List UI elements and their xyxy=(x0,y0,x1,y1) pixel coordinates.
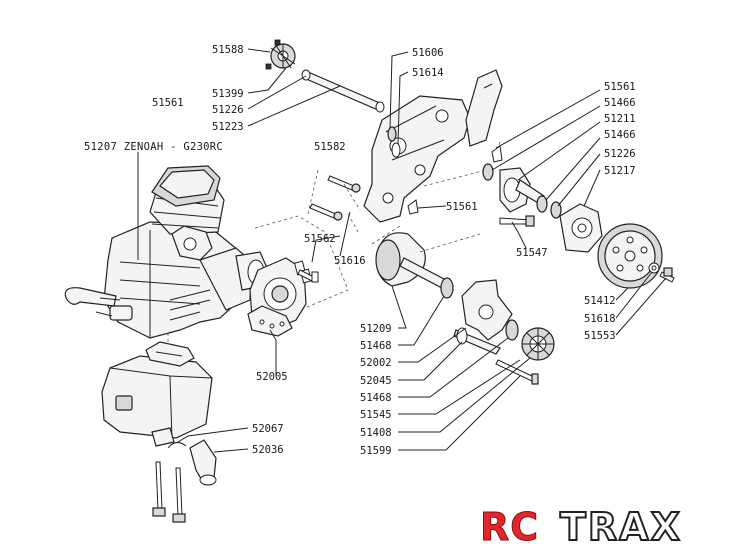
label-51599: 51599 xyxy=(360,445,392,457)
label-52002: 52002 xyxy=(360,357,392,369)
logo-trax-text: TRAX xyxy=(560,505,682,544)
leader-lines xyxy=(137,48,667,453)
label-52067: 52067 xyxy=(252,423,284,435)
label-52045: 52045 xyxy=(360,375,392,387)
bearing-51468a xyxy=(440,277,454,299)
label-51588: 51588 xyxy=(212,44,244,56)
label-52005: 52005 xyxy=(256,371,288,383)
label-51217: 51217 xyxy=(604,165,636,177)
label-51616: 51616 xyxy=(334,255,366,267)
label-51399: 51399 xyxy=(212,88,244,100)
hub-assembly-right xyxy=(482,145,603,253)
rctrax-logo: RC TRAX xyxy=(478,504,750,544)
fuel-tank-drawing xyxy=(101,341,213,447)
logo-rc-text: RC xyxy=(480,505,539,544)
label-51614: 51614 xyxy=(412,67,444,79)
label-51553: 51553 xyxy=(584,330,616,342)
label-51561-right: 51561 xyxy=(604,81,636,93)
bolt-51553 xyxy=(659,267,675,283)
label-51211: 51211 xyxy=(604,113,636,125)
label-51226: 51226 xyxy=(212,104,244,116)
clutch-bell-51209 xyxy=(375,232,447,289)
label-51468-a: 51468 xyxy=(360,340,392,352)
fuel-elbow-52036 xyxy=(167,439,217,486)
tank-bolts xyxy=(152,461,186,523)
bearings-51606-51614 xyxy=(387,126,401,158)
label-51545: 51545 xyxy=(360,409,392,421)
label-51408: 51408 xyxy=(360,427,392,439)
gearbox-plate xyxy=(363,69,503,223)
pinion-gear-51588 xyxy=(265,39,296,70)
label-51561-center: 51561 xyxy=(446,201,478,213)
clutch-52005-drawing xyxy=(247,257,313,337)
bearing-51468b xyxy=(505,319,519,341)
engine-drawing xyxy=(64,165,269,339)
label-52036: 52036 xyxy=(252,444,284,456)
shaft-51223 xyxy=(301,69,385,113)
label-51562: 51562 xyxy=(304,233,336,245)
label-51223: 51223 xyxy=(212,121,244,133)
label-51582: 51582 xyxy=(314,141,346,153)
gear-51408 xyxy=(521,327,555,361)
screw-51561 xyxy=(407,199,419,215)
label-51547: 51547 xyxy=(516,247,548,259)
label-51606: 51606 xyxy=(412,47,444,59)
screw-51562 xyxy=(297,269,319,283)
label-standalone: 51561 xyxy=(152,97,184,109)
washer-51618 xyxy=(648,262,660,274)
label-51412: 51412 xyxy=(584,295,616,307)
screw-51599 xyxy=(495,359,539,385)
hub-52002 xyxy=(453,279,513,355)
diagram-title: 51207 ZENOAH - G230RC xyxy=(84,141,223,153)
label-51209: 51209 xyxy=(360,323,392,335)
label-51466-b: 51466 xyxy=(604,129,636,141)
label-51466-a: 51466 xyxy=(604,97,636,109)
label-51618: 51618 xyxy=(584,313,616,325)
label-51468-b: 51468 xyxy=(360,392,392,404)
spur-gear-51412 xyxy=(597,223,663,289)
label-51226-right: 51226 xyxy=(604,148,636,160)
screws-51582 xyxy=(307,169,361,233)
